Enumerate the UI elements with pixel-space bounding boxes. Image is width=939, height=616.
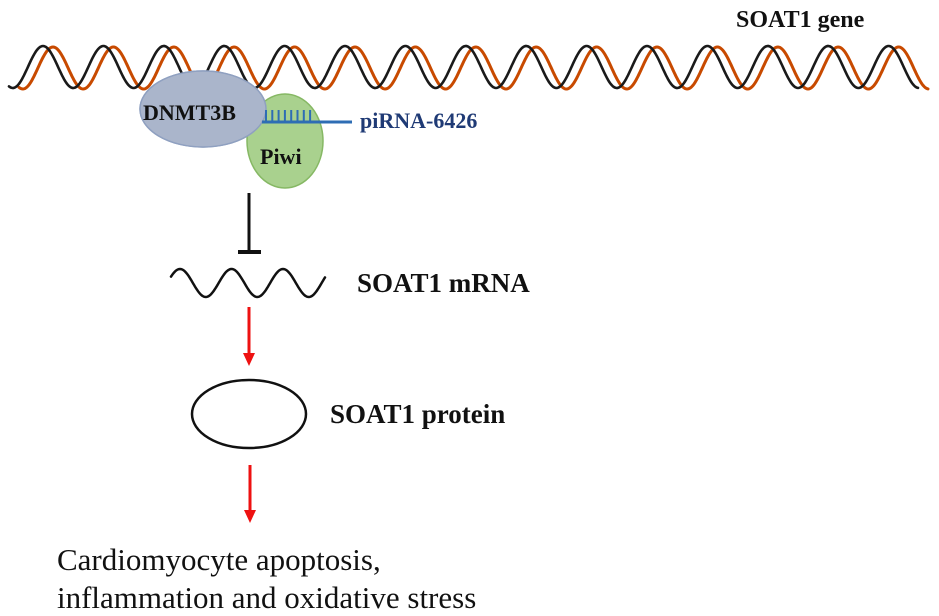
dna-strand-orange xyxy=(17,45,930,91)
dna-helix xyxy=(7,44,930,91)
mrna-wave-icon xyxy=(169,267,327,299)
dnmt3b-label: DNMT3B xyxy=(143,100,236,125)
translation-arrow xyxy=(243,307,255,366)
arrow-head xyxy=(244,510,256,523)
inhibition-arrow xyxy=(238,193,261,254)
protein-label: SOAT1 protein xyxy=(330,399,505,429)
outcome-line-1: Cardiomyocyte apoptosis, xyxy=(57,542,381,577)
pirna-strand xyxy=(262,110,352,124)
outcome-arrow xyxy=(244,465,256,523)
arrow-head xyxy=(243,353,255,366)
silencing-complex: DNMT3B Piwi piRNA-6426 xyxy=(139,70,477,189)
outcome-line-2: inflammation and oxidative stress xyxy=(57,580,476,615)
dnmt3b-protein-overlay xyxy=(139,70,267,148)
pirna-base-pairs xyxy=(265,110,312,122)
piwi-label: Piwi xyxy=(260,144,302,169)
pirna-label: piRNA-6426 xyxy=(360,108,477,133)
dna-strand-black xyxy=(7,44,920,90)
protein-ellipse xyxy=(190,378,308,450)
gene-label: SOAT1 gene xyxy=(736,7,865,33)
mrna-label: SOAT1 mRNA xyxy=(357,268,530,298)
